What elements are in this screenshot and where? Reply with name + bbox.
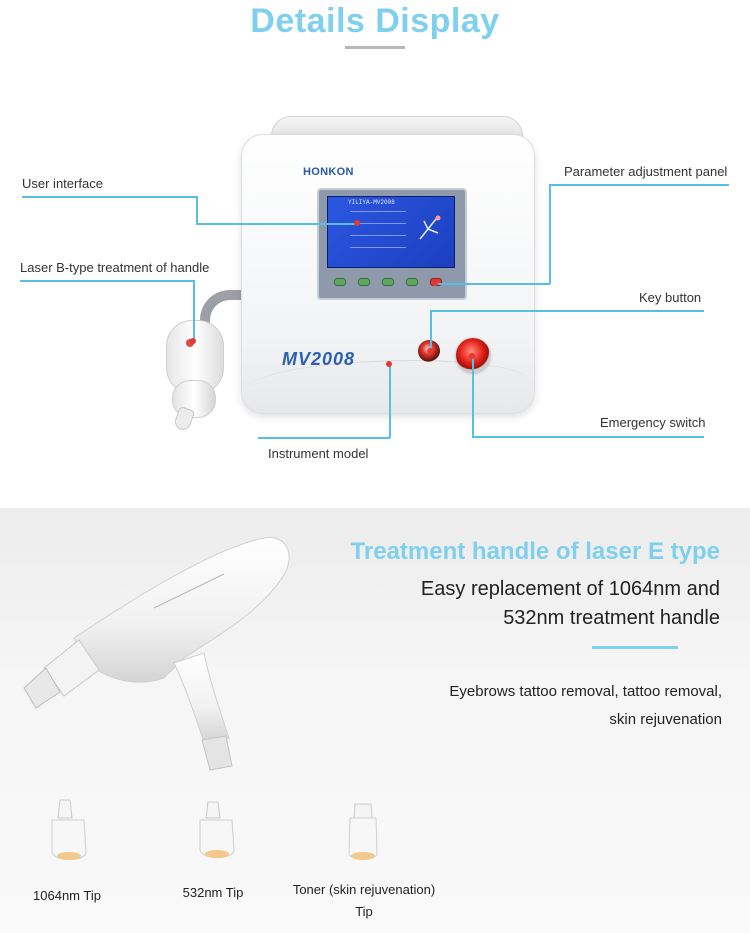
callout-line: [22, 196, 197, 198]
callout-marker: [386, 361, 392, 367]
callout-line: [549, 184, 551, 284]
callout-marker: [432, 280, 438, 286]
panel-button[interactable]: [334, 278, 346, 286]
device-curve: [246, 360, 528, 411]
panel-button[interactable]: [358, 278, 370, 286]
callout-marker: [469, 353, 475, 359]
callout-marker: [354, 220, 360, 226]
laser-b-handle: [166, 320, 224, 394]
device-screen: YILIYA-MV2008: [327, 196, 455, 268]
callout-line: [258, 437, 390, 439]
callout-line: [549, 184, 729, 186]
screen-row: [350, 235, 406, 236]
screen-row: [350, 223, 406, 224]
figure-icon: [419, 215, 441, 240]
title-underline: [345, 46, 405, 49]
handle-subtitle-line2: 532nm treatment handle: [503, 607, 720, 629]
handle-section: [0, 508, 750, 933]
callout-marker: [190, 338, 196, 344]
label-emergency-switch: Emergency switch: [600, 415, 706, 430]
callout-line: [196, 223, 356, 225]
screen-row: [350, 211, 406, 212]
label-user-interface: User interface: [22, 176, 103, 191]
callout-line: [20, 280, 194, 282]
handle-hose: [200, 290, 258, 340]
screen-text: YILIYA-MV2008: [348, 199, 395, 206]
handle-description-line2: skin rejuvenation: [609, 711, 722, 728]
panel-button[interactable]: [382, 278, 394, 286]
page-title: Details Display: [250, 2, 500, 40]
model-logo: MV2008: [282, 349, 356, 369]
tip-532nm-image: [199, 801, 235, 858]
callout-line: [472, 356, 474, 437]
handle-section-underline: [592, 646, 678, 649]
tip-label-1064nm: 1064nm Tip: [33, 888, 101, 903]
screen-row: [350, 247, 406, 248]
tip-label-toner: Toner (skin rejuvenation): [292, 882, 436, 897]
tip-label-532nm: 532nm Tip: [182, 885, 244, 900]
tip-label-toner-line2: Tip: [355, 904, 373, 919]
callout-line: [472, 436, 704, 438]
laser-e-handle-image: [23, 537, 290, 771]
panel-button[interactable]: [406, 278, 418, 286]
callout-line: [193, 280, 195, 340]
handle-description-line1: Eyebrows tattoo removal, tattoo removal,: [449, 683, 722, 700]
tip-1064nm-image: [51, 799, 87, 860]
callout-line: [434, 283, 550, 285]
label-laser-b-handle: Laser B-type treatment of handle: [20, 260, 210, 275]
label-parameter-panel: Parameter adjustment panel: [564, 164, 728, 179]
panel-buttons: [334, 278, 444, 286]
callout-line: [430, 310, 432, 350]
callout-marker: [427, 348, 433, 354]
callout-line: [430, 310, 704, 312]
tip-toner-image: [348, 803, 378, 860]
label-instrument-model: Instrument model: [268, 446, 369, 461]
handle-subtitle-line1: Easy replacement of 1064nm and: [420, 578, 720, 600]
handle-section-title: Treatment handle of laser E type: [350, 538, 720, 565]
callout-line: [196, 196, 198, 224]
label-key-button: Key button: [639, 290, 702, 305]
device-brand: HONKON: [303, 166, 354, 178]
callout-line: [389, 364, 391, 438]
